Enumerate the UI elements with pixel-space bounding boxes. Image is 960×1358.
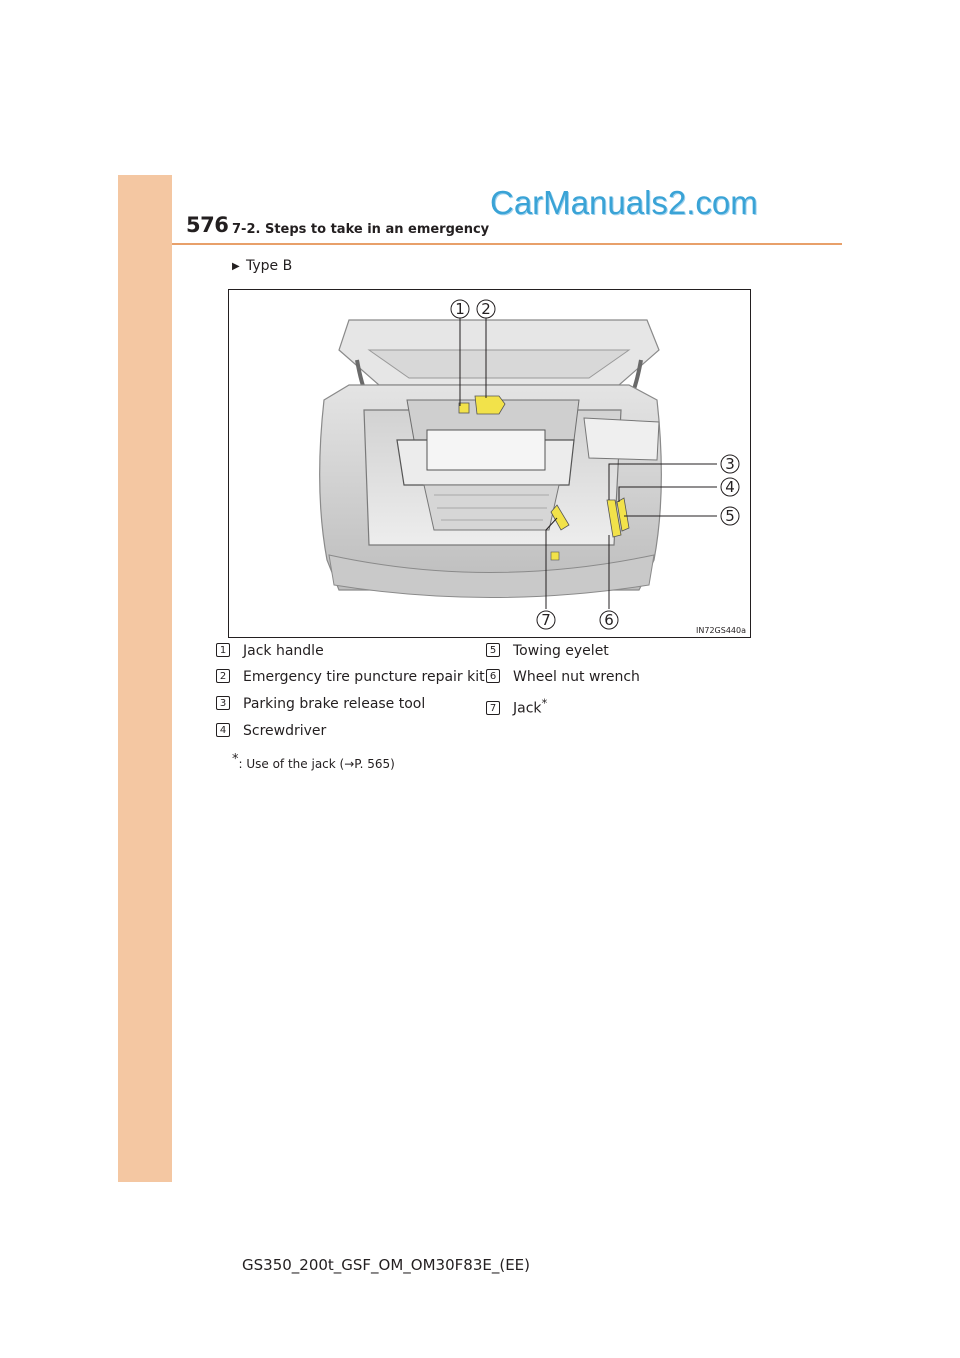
legend-text: Jack handle bbox=[243, 643, 324, 659]
legend-number: 6 bbox=[486, 669, 500, 683]
callout-2: 2 bbox=[476, 299, 496, 319]
callout-5: 5 bbox=[720, 506, 740, 526]
svg-text:7: 7 bbox=[541, 611, 551, 629]
header-rule bbox=[172, 243, 842, 245]
repair-kit-highlight bbox=[474, 395, 506, 415]
svg-text:5: 5 bbox=[725, 507, 735, 525]
legend-text: Towing eyelet bbox=[513, 643, 609, 659]
legend-number: 3 bbox=[216, 696, 230, 710]
footnote: *: Use of the jack (→P. 565) bbox=[232, 752, 395, 771]
legend-text: Emergency tire puncture repair kit bbox=[243, 669, 485, 685]
callout-7: 7 bbox=[536, 610, 556, 630]
svg-text:1: 1 bbox=[455, 300, 465, 318]
section-title: 7-2. Steps to take in an emergency bbox=[232, 222, 490, 237]
legend-number: 2 bbox=[216, 669, 230, 683]
legend-item-jack: 7 Jack* bbox=[486, 696, 547, 717]
legend-text: Screwdriver bbox=[243, 723, 327, 739]
footnote-marker: * bbox=[541, 696, 548, 710]
svg-text:2: 2 bbox=[481, 300, 491, 318]
legend-number: 1 bbox=[216, 643, 230, 657]
page-number: 576 bbox=[186, 213, 229, 237]
jack-handle-highlight bbox=[458, 402, 470, 414]
callout-6: 6 bbox=[599, 610, 619, 630]
callout-1: 1 bbox=[450, 299, 470, 319]
side-tab-bar bbox=[118, 175, 172, 1182]
legend-text: Parking brake release tool bbox=[243, 696, 426, 712]
legend-item-wheel-nut-wrench: 6 Wheel nut wrench bbox=[486, 669, 640, 685]
tool-set-highlight bbox=[606, 497, 630, 538]
watermark: CarManuals2.com bbox=[490, 184, 758, 221]
bullet-arrow-icon: ▶ bbox=[232, 261, 240, 272]
type-label: Type B bbox=[246, 258, 293, 274]
figure-code: IN72GS440a bbox=[696, 626, 746, 635]
legend-number: 4 bbox=[216, 723, 230, 737]
legend-item-towing-eyelet: 5 Towing eyelet bbox=[486, 643, 609, 659]
legend-item-screwdriver: 4 Screwdriver bbox=[216, 723, 326, 739]
svg-text:4: 4 bbox=[725, 478, 735, 496]
legend-item-jack-handle: 1 Jack handle bbox=[216, 643, 324, 659]
jack-highlight bbox=[550, 504, 570, 561]
legend-text: Wheel nut wrench bbox=[513, 669, 640, 685]
document-code-footer: GS350_200t_GSF_OM_OM30F83E_(EE) bbox=[242, 1256, 530, 1274]
trunk-illustration: 1 2 3 4 5 6 7 bbox=[319, 299, 740, 630]
legend-number: 7 bbox=[486, 700, 500, 715]
callout-4: 4 bbox=[720, 477, 740, 497]
svg-text:3: 3 bbox=[725, 455, 735, 473]
footnote-text: : Use of the jack (→P. 565) bbox=[238, 757, 395, 771]
legend-item-parking-brake-tool: 3 Parking brake release tool bbox=[216, 696, 425, 712]
svg-text:6: 6 bbox=[604, 611, 614, 629]
legend-text: Jack bbox=[513, 700, 542, 717]
legend-number: 5 bbox=[486, 643, 500, 657]
footnote-marker: * bbox=[232, 752, 239, 767]
callout-3: 3 bbox=[720, 454, 740, 474]
legend-item-repair-kit: 2 Emergency tire puncture repair kit bbox=[216, 669, 485, 685]
trunk-tools-figure: 1 2 3 4 5 6 7 IN72GS440a bbox=[228, 289, 751, 638]
